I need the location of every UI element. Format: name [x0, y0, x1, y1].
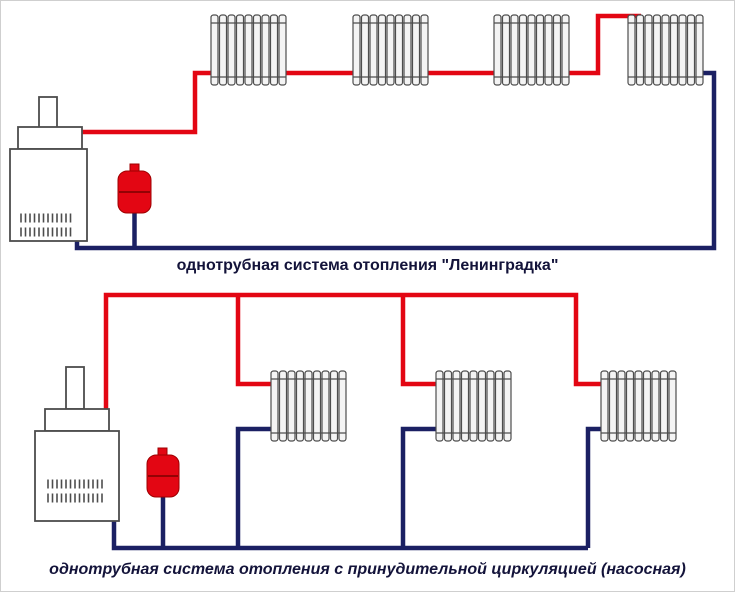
radiator [493, 14, 570, 86]
diagram-leningradka [9, 13, 717, 251]
radiator [352, 14, 429, 86]
boiler [34, 366, 120, 522]
supply-pipe [81, 13, 641, 135]
boiler-grille [18, 211, 74, 239]
radiator [435, 370, 512, 442]
boiler-grille [45, 477, 103, 505]
return-pipe [111, 426, 603, 551]
expansion-tank [146, 447, 180, 498]
diagram-forced-circulation [34, 292, 677, 551]
radiator [600, 370, 677, 442]
boiler-chimney [38, 96, 58, 130]
radiator [270, 370, 347, 442]
radiator [627, 14, 704, 86]
boiler-body [34, 430, 120, 522]
supply-pipe [103, 292, 603, 411]
caption-leningradka: однотрубная система отопления "Ленинград… [176, 257, 559, 274]
boiler [9, 96, 88, 242]
return-pipe [74, 70, 717, 251]
radiator [210, 14, 287, 86]
caption-forced-circulation: однотрубная система отопления с принудит… [49, 561, 686, 578]
boiler-cap [44, 408, 110, 432]
expansion-tank [117, 163, 152, 214]
boiler-chimney [65, 366, 85, 410]
boiler-cap [17, 126, 83, 150]
